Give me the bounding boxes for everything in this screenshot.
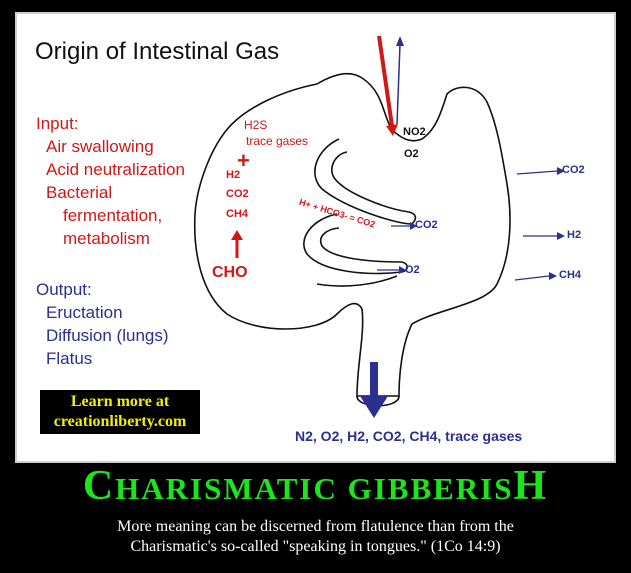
promo-link[interactable]: creationliberty.com [53,413,187,430]
intestine-diagram [193,35,565,418]
ch4-arrow [514,275,550,281]
inner-fold-3 [316,275,398,287]
co2-label: CO2 [226,188,249,200]
in-arrow-red [377,35,394,127]
inner-co2-label: CO2 [415,219,438,231]
promo-box[interactable]: Learn more at creationliberty.com [40,390,200,434]
intestine-outline [193,73,511,397]
input-sub-item: fermentation, [63,206,163,225]
right-h2-label: H2 [567,229,582,241]
motto-title: CHARISMATIC GIBBERISH [0,462,631,510]
cho-label: CHO [212,264,248,281]
input-heading: Input: [36,114,79,133]
co2-arrow [516,170,558,175]
output-item: Eructation [46,303,123,322]
no2-label: NO2 [403,126,426,138]
h2-label: H2 [226,169,241,181]
output-heading: Output: [36,280,92,299]
inner-o2-label: O2 [405,264,420,276]
right-co2-label: CO2 [562,164,585,176]
ch4-label: CH4 [226,208,249,220]
output-item: Diffusion (lungs) [46,326,169,345]
motto-last-letter: H [513,463,549,509]
input-item: Acid neutralization [46,160,185,179]
cho-arrow-head [231,230,243,240]
diagram-title: Origin of Intestinal Gas [35,38,280,65]
out-arrow-blue-head [396,36,404,46]
inner-fold-1 [314,138,417,225]
in-arrow-red-head [386,124,398,136]
input-list: Input: Air swallowing Acid neutralizatio… [36,112,185,250]
o2-label: O2 [404,148,419,160]
out-arrow-blue [396,43,401,125]
inner-fold-2 [303,213,409,275]
caption-line: More meaning can be discerned from flatu… [117,518,514,535]
caption-line: Charismatic's so-called "speaking in ton… [130,538,501,555]
output-item: Flatus [46,349,93,368]
input-sub-item: metabolism [63,229,150,248]
input-item: Air swallowing [46,137,154,156]
flatus-arrow-shaft [370,362,378,396]
output-list: Output: Eructation Diffusion (lungs) Fla… [36,278,169,370]
trace-gases-label: trace gases [246,134,309,148]
promo-line: Learn more at [70,393,170,410]
right-ch4-label: CH4 [559,269,582,281]
caption: More meaning can be discerned from flatu… [0,517,631,557]
h2s-label: H2S [244,118,268,132]
plus-sign: + [237,148,250,173]
input-item: Bacterial [46,183,113,202]
poster-panel: Origin of Intestinal Gas Input: Air swal… [15,12,616,463]
motto-middle: HARISMATIC GIBBERIS [115,471,514,506]
flatus-arrow-head [360,396,388,418]
motto-first-letter: C [82,463,116,509]
bottom-gases-label: N2, O2, H2, CO2, CH4, trace gases [295,428,523,444]
